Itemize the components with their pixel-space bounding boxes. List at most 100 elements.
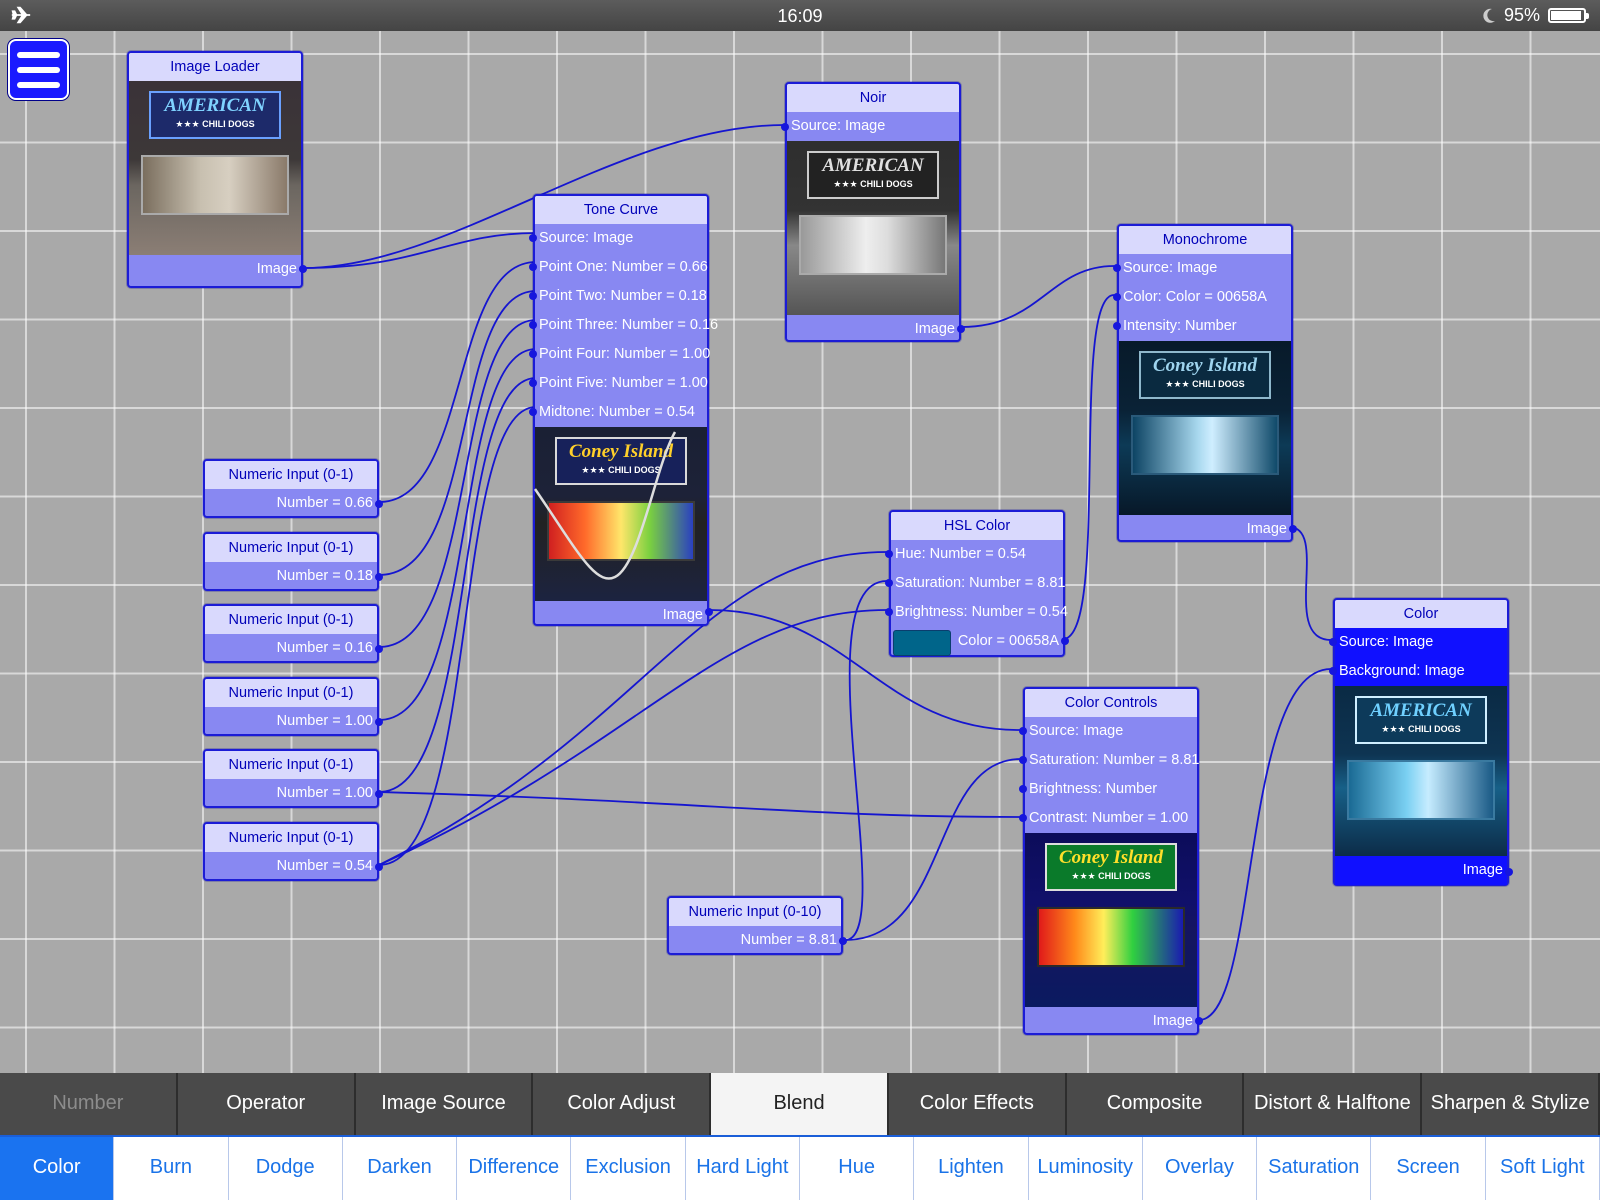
input-port[interactable] — [781, 123, 789, 131]
node-output-row[interactable]: Color = 00658A — [891, 627, 1063, 656]
blend-darken[interactable]: Darken — [343, 1137, 458, 1200]
blend-difference[interactable]: Difference — [457, 1137, 572, 1200]
blend-burn[interactable]: Burn — [114, 1137, 229, 1200]
node-input[interactable]: Midtone: Number = 0.54 — [539, 404, 695, 420]
node-input[interactable]: Point Four: Number = 1.00 — [539, 346, 711, 362]
node-image-loader[interactable]: Image Loader AMERICAN ★★★ CHILI DOGS Ima… — [127, 51, 307, 288]
blend-saturation[interactable]: Saturation — [1257, 1137, 1372, 1200]
node-input[interactable]: Source: Image — [539, 230, 634, 246]
input-port[interactable] — [1113, 322, 1121, 330]
output-port[interactable] — [375, 718, 383, 726]
input-port[interactable] — [1113, 264, 1121, 272]
node-color-controls[interactable]: Color Controls Source: Image Saturation:… — [1019, 687, 1203, 1035]
node-input[interactable]: Point Two: Number = 0.18 — [539, 288, 707, 304]
node-color-blend[interactable]: Color Source: Image Background: Image AM… — [1329, 598, 1513, 886]
input-port[interactable] — [885, 550, 893, 558]
input-port[interactable] — [1019, 814, 1027, 822]
input-port[interactable] — [1019, 756, 1027, 764]
node-input[interactable]: Color: Color = 00658A — [1123, 289, 1267, 305]
node-output[interactable]: Number = 0.18 — [276, 568, 373, 584]
node-tone-curve[interactable]: Tone Curve Source: Image Point One: Numb… — [529, 194, 718, 626]
output-port[interactable] — [375, 863, 383, 871]
blend-dodge[interactable]: Dodge — [229, 1137, 343, 1200]
node-numeric-input-1[interactable]: Numeric Input (0-1) Number = 0.66 — [203, 459, 383, 518]
output-port[interactable] — [1195, 1017, 1203, 1025]
node-noir[interactable]: Noir Source: Image AMERICAN ★★★ CHILI DO… — [781, 82, 965, 342]
blend-lighten[interactable]: Lighten — [914, 1137, 1029, 1200]
input-port[interactable] — [529, 234, 537, 242]
node-numeric-input-5[interactable]: Numeric Input (0-1) Number = 1.00 — [203, 749, 383, 808]
input-port[interactable] — [1019, 785, 1027, 793]
input-port[interactable] — [529, 292, 537, 300]
blend-luminosity[interactable]: Luminosity — [1029, 1137, 1143, 1200]
input-port[interactable] — [885, 579, 893, 587]
tab-color-effects[interactable]: Color Effects — [889, 1073, 1067, 1135]
node-numeric-input-3[interactable]: Numeric Input (0-1) Number = 0.16 — [203, 604, 383, 663]
output-port[interactable] — [839, 937, 847, 945]
output-port[interactable] — [375, 573, 383, 581]
node-input[interactable]: Point Five: Number = 1.00 — [539, 375, 708, 391]
output-port[interactable] — [705, 608, 713, 616]
tab-composite[interactable]: Composite — [1067, 1073, 1245, 1135]
tab-sharpen-stylize[interactable]: Sharpen & Stylize — [1422, 1073, 1600, 1135]
node-numeric-input-2[interactable]: Numeric Input (0-1) Number = 0.18 — [203, 532, 383, 591]
blend-screen[interactable]: Screen — [1371, 1137, 1486, 1200]
blend-color[interactable]: Color — [0, 1137, 115, 1200]
node-input[interactable]: Contrast: Number = 1.00 — [1029, 810, 1189, 826]
blend-hue[interactable]: Hue — [800, 1137, 915, 1200]
node-input[interactable]: Source: Image — [791, 118, 886, 134]
node-output[interactable]: Number = 0.66 — [276, 495, 373, 511]
input-port[interactable] — [529, 408, 537, 416]
tab-image-source[interactable]: Image Source — [356, 1073, 534, 1135]
output-port[interactable] — [957, 325, 965, 333]
tab-operator[interactable]: Operator — [178, 1073, 356, 1135]
input-port[interactable] — [1329, 638, 1337, 646]
node-output[interactable]: Number = 1.00 — [276, 713, 373, 729]
blend-soft-light[interactable]: Soft Light — [1486, 1137, 1600, 1200]
node-output[interactable]: Number = 0.16 — [276, 640, 373, 656]
input-port[interactable] — [885, 608, 893, 616]
menu-button[interactable] — [8, 39, 69, 100]
blend-exclusion[interactable]: Exclusion — [571, 1137, 686, 1200]
output-port[interactable] — [1289, 525, 1297, 533]
node-input[interactable]: Source: Image — [1335, 628, 1507, 657]
input-port[interactable] — [1019, 727, 1027, 735]
node-numeric-input-4[interactable]: Numeric Input (0-1) Number = 1.00 — [203, 677, 383, 736]
input-port[interactable] — [529, 350, 537, 358]
output-port[interactable] — [375, 790, 383, 798]
output-port[interactable] — [1061, 637, 1069, 645]
blend-hard-light[interactable]: Hard Light — [686, 1137, 800, 1200]
node-output[interactable]: Image — [1246, 521, 1287, 537]
tab-number[interactable]: Number — [0, 1073, 178, 1135]
node-monochrome[interactable]: Monochrome Source: Image Color: Color = … — [1113, 224, 1297, 542]
node-input[interactable]: Saturation: Number = 8.81 — [1029, 752, 1200, 768]
node-output[interactable]: Image — [1335, 856, 1507, 885]
node-numeric-input-0-10[interactable]: Numeric Input (0-10) Number = 8.81 — [667, 896, 847, 955]
tab-color-adjust[interactable]: Color Adjust — [533, 1073, 712, 1135]
node-input[interactable]: Hue: Number = 0.54 — [895, 546, 1026, 562]
output-port[interactable] — [375, 500, 383, 508]
node-output[interactable]: Number = 1.00 — [276, 785, 373, 801]
node-output[interactable]: Number = 0.54 — [276, 858, 373, 874]
node-input[interactable]: Brightness: Number — [1029, 781, 1158, 797]
input-port[interactable] — [1113, 293, 1121, 301]
node-output[interactable]: Image — [914, 321, 955, 337]
input-port[interactable] — [529, 263, 537, 271]
input-port[interactable] — [529, 321, 537, 329]
node-hsl-color[interactable]: HSL Color Hue: Number = 0.54 Saturation:… — [885, 510, 1069, 657]
color-swatch[interactable] — [893, 630, 951, 656]
output-port[interactable] — [375, 645, 383, 653]
input-port[interactable] — [1329, 667, 1337, 675]
tab-distort-halftone[interactable]: Distort & Halftone — [1244, 1073, 1423, 1135]
node-numeric-input-6[interactable]: Numeric Input (0-1) Number = 0.54 — [203, 822, 383, 881]
node-input[interactable]: Intensity: Number — [1123, 318, 1237, 334]
node-output[interactable]: Image — [256, 261, 297, 277]
tab-blend[interactable]: Blend — [711, 1073, 889, 1135]
node-output[interactable]: Number = 8.81 — [740, 932, 837, 948]
node-input[interactable]: Saturation: Number = 8.81 — [895, 575, 1066, 591]
node-input[interactable]: Background: Image — [1335, 657, 1507, 686]
node-input[interactable]: Source: Image — [1123, 260, 1218, 276]
blend-overlay[interactable]: Overlay — [1143, 1137, 1258, 1200]
node-output[interactable]: Image — [1152, 1013, 1193, 1029]
node-input[interactable]: Source: Image — [1029, 723, 1124, 739]
